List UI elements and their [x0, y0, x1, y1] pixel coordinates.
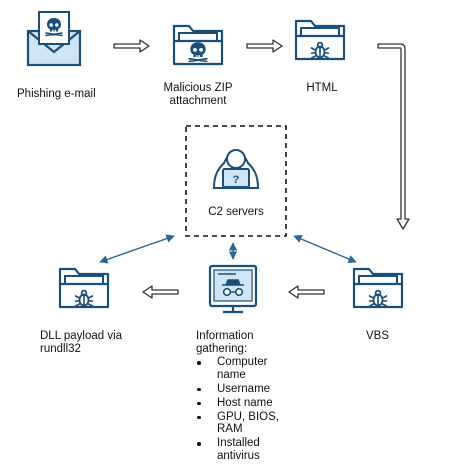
arrow-info-to-dll	[142, 285, 179, 299]
arrow-zip-to-html	[246, 39, 283, 53]
malicious-zip-label-line1: Malicious ZIP	[163, 82, 233, 94]
arrow-vbs-to-info	[288, 285, 325, 299]
list-item-line: antivirus	[217, 449, 260, 462]
list-item: Installed antivirus	[196, 437, 279, 462]
malicious-zip-label-line2: attachment	[169, 95, 227, 107]
folder-bug-icon	[294, 19, 346, 61]
html-label: HTML	[306, 82, 338, 94]
list-item: Username	[196, 383, 279, 396]
dll-payload-label: DLL payload via rundll32	[40, 330, 122, 356]
list-item-line: Username	[217, 382, 271, 395]
info-gathering-title-line1: Information	[196, 330, 254, 342]
list-item-line: Computer	[217, 356, 268, 369]
list-item-line: name	[217, 368, 246, 381]
c2-servers-box	[185, 125, 287, 237]
list-item-line: Host name	[217, 396, 273, 409]
list-item-line: GPU, BIOS,	[217, 410, 279, 423]
spy-monitor-icon	[208, 264, 258, 314]
list-item: Computer name	[196, 356, 279, 381]
arrow-html-to-vbs	[377, 43, 410, 230]
list-item: GPU, BIOS, RAM	[196, 411, 279, 436]
connector-c2-vbs	[293, 235, 357, 263]
folder-bug-icon	[352, 267, 404, 309]
hacker-icon: ?	[212, 149, 260, 189]
c2-servers-label: C2 servers	[208, 206, 264, 218]
dll-payload-label-line1: DLL payload via	[40, 330, 123, 342]
folder-bug-icon	[58, 267, 110, 309]
vbs-label: VBS	[366, 330, 390, 342]
folder-skull-icon	[172, 24, 224, 66]
dll-payload-label-line2: rundll32	[40, 343, 81, 355]
list-item: Host name	[196, 397, 279, 410]
malicious-zip-label: Malicious ZIP attachment	[156, 82, 240, 108]
list-item-line: Installed	[217, 437, 260, 450]
connector-c2-dll	[99, 234, 175, 264]
info-gathering-list: Computer name Username Host name GPU, BI…	[196, 356, 279, 462]
svg-text:?: ?	[233, 174, 240, 186]
info-gathering-title-line2: gathering:	[196, 342, 248, 355]
info-gathering-label: Information gathering: Computer name Use…	[196, 330, 279, 464]
arrow-email-to-zip	[113, 39, 150, 53]
phishing-email-label: Phishing e-mail	[17, 88, 96, 100]
list-item-line: RAM	[217, 423, 243, 436]
email-skull-icon	[26, 11, 82, 67]
